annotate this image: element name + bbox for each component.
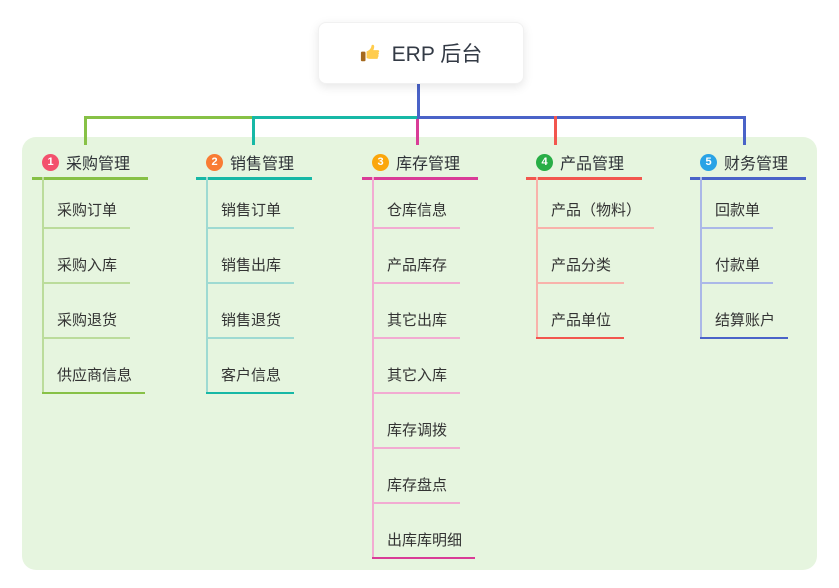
branch-header-3[interactable]: 3 库存管理 [362, 147, 478, 180]
branch-number-badge: 5 [700, 153, 717, 171]
branch-label: 产品管理 [560, 156, 625, 173]
branch-spine-line [700, 177, 702, 339]
branch-item[interactable]: 销售退货 [206, 284, 295, 339]
trunk-segment-branch2 [253, 116, 418, 119]
branch-item[interactable]: 产品分类 [536, 229, 625, 284]
branch-item[interactable]: 采购订单 [42, 174, 131, 229]
root-node[interactable]: ERP 后台 [318, 22, 524, 84]
root-stem-line [417, 82, 420, 116]
branch-spine-line [536, 177, 538, 339]
branch-label: 销售管理 [230, 156, 295, 173]
branch-header-4[interactable]: 4 产品管理 [526, 147, 642, 180]
branch-item[interactable]: 回款单 [700, 174, 774, 229]
branch-items: 采购订单采购入库采购退货供应商信息 [42, 174, 146, 394]
branch-item[interactable]: 产品库存 [372, 229, 461, 284]
root-label: ERP 后台 [391, 43, 483, 66]
branch-item[interactable]: 销售订单 [206, 174, 295, 229]
branch-drop-line-3 [416, 119, 419, 145]
branch-items: 仓库信息产品库存其它出库其它入库库存调拨库存盘点出库库明细 [372, 174, 476, 559]
branch-item[interactable]: 产品单位 [536, 284, 625, 339]
trunk-segment-branch1 [85, 116, 253, 119]
trunk-segment-right [417, 116, 746, 119]
branch-drop-line-5 [743, 116, 746, 145]
branch-header-5[interactable]: 5 财务管理 [690, 147, 806, 180]
branch-item[interactable]: 库存调拨 [372, 394, 461, 449]
branch-number-badge: 3 [372, 153, 389, 171]
branch-item[interactable]: 其它入库 [372, 339, 461, 394]
branch-drop-line-4 [554, 116, 557, 145]
branch-items: 回款单付款单结算账户 [700, 174, 789, 339]
branch-label: 财务管理 [724, 156, 789, 173]
branch-item[interactable]: 供应商信息 [42, 339, 146, 394]
branch-item[interactable]: 采购入库 [42, 229, 131, 284]
branch-item[interactable]: 产品（物料） [536, 174, 655, 229]
branch-spine-line [42, 177, 44, 394]
branch-drop-line-1 [84, 116, 87, 145]
branch-label: 库存管理 [396, 156, 461, 173]
branch-header-1[interactable]: 1 采购管理 [32, 147, 148, 180]
branch-item[interactable]: 其它出库 [372, 284, 461, 339]
branch-spine-line [372, 177, 374, 559]
branch-item[interactable]: 仓库信息 [372, 174, 461, 229]
branch-label: 采购管理 [66, 156, 131, 173]
branch-item[interactable]: 库存盘点 [372, 449, 461, 504]
branch-number-badge: 4 [536, 153, 553, 171]
branch-header-2[interactable]: 2 销售管理 [196, 147, 312, 180]
branch-item[interactable]: 出库库明细 [372, 504, 476, 559]
branch-item[interactable]: 客户信息 [206, 339, 295, 394]
branch-item[interactable]: 结算账户 [700, 284, 789, 339]
branch-drop-line-2 [252, 116, 255, 145]
thumbs-up-icon [360, 42, 382, 64]
branch-item[interactable]: 付款单 [700, 229, 774, 284]
branch-number-badge: 1 [42, 153, 59, 171]
branch-items: 销售订单销售出库销售退货客户信息 [206, 174, 295, 394]
branch-spine-line [206, 177, 208, 394]
branches-panel [22, 137, 817, 570]
branch-item[interactable]: 销售出库 [206, 229, 295, 284]
branch-item[interactable]: 采购退货 [42, 284, 131, 339]
branch-items: 产品（物料）产品分类产品单位 [536, 174, 655, 339]
branch-number-badge: 2 [206, 153, 223, 171]
